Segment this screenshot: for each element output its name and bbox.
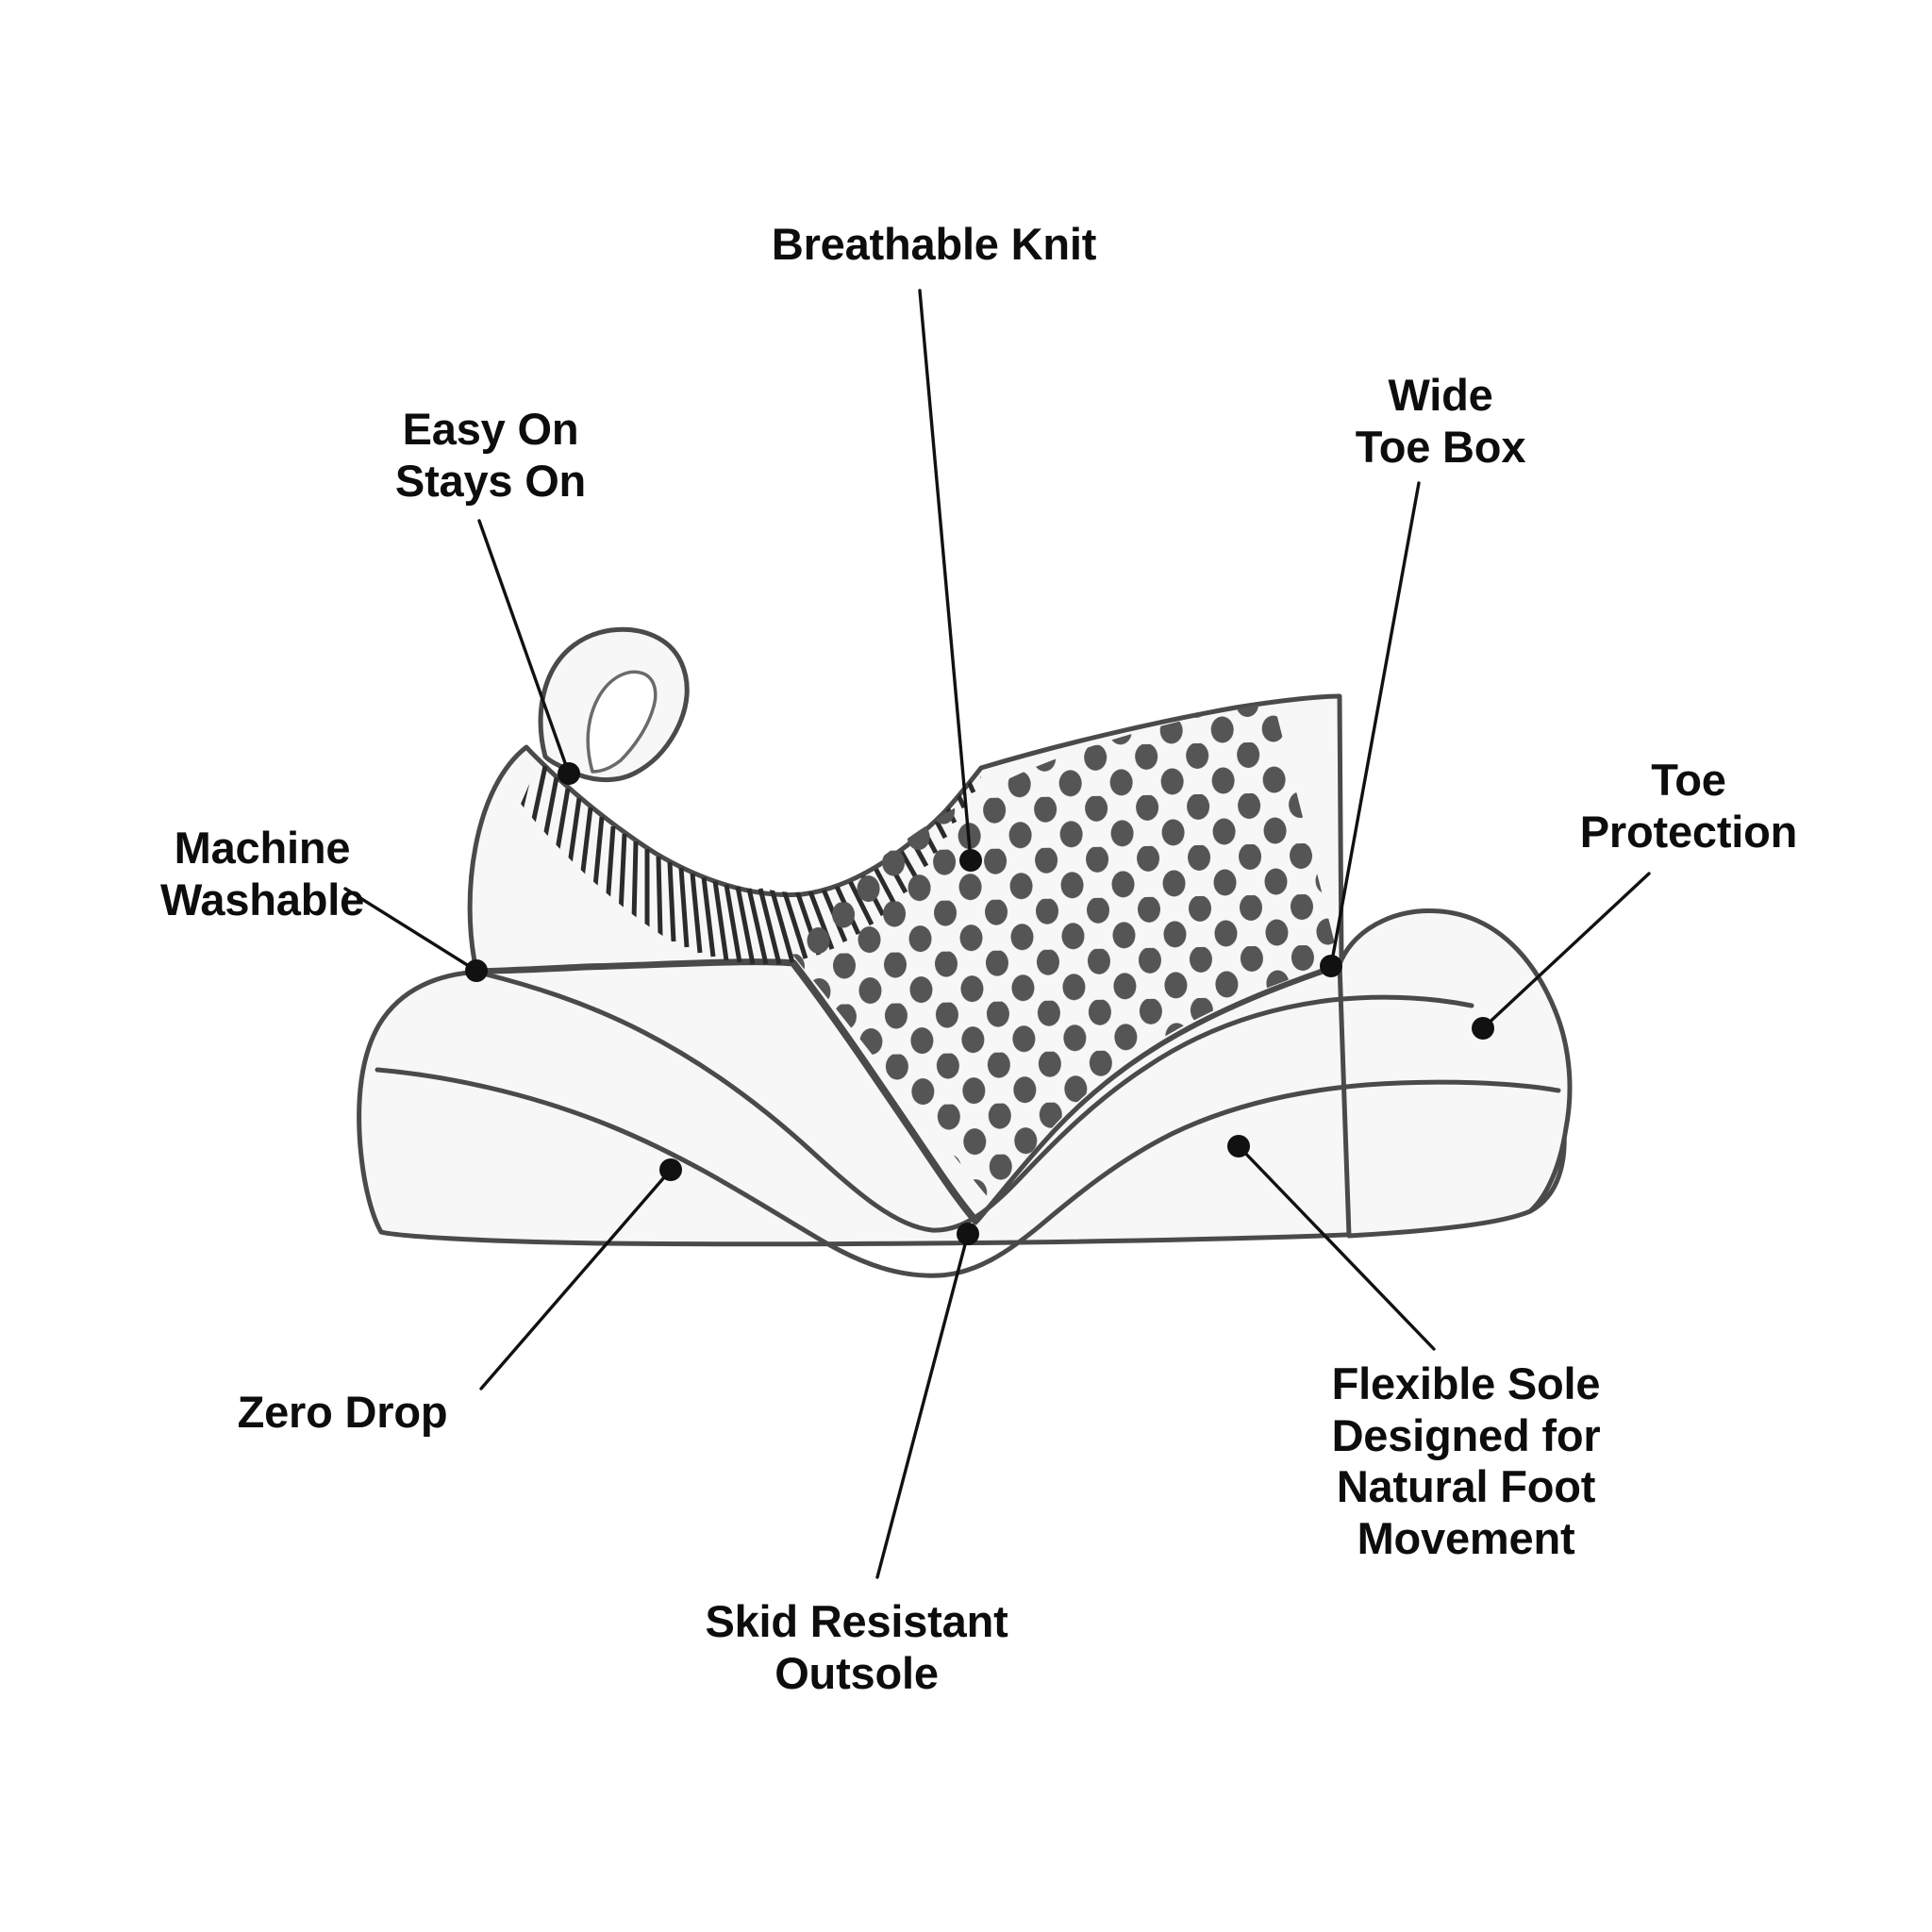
callout-label-breathable-knit: Breathable Knit (771, 219, 1097, 269)
shoe-illustration (357, 626, 1573, 1278)
callout-label-skid-resistant-outsole: Skid Resistant Outsole (705, 1596, 1008, 1698)
leader-line-flexible-sole (1237, 1144, 1436, 1351)
leader-dot-wide-toe-box (1320, 955, 1342, 977)
leader-dot-flexible-sole (1227, 1135, 1250, 1158)
sole-seam-upper (480, 971, 1474, 1233)
leader-line-toe-protection (1481, 872, 1651, 1030)
callout-dots (465, 762, 1494, 1245)
leader-line-zero-drop (479, 1168, 673, 1391)
callout-label-zero-drop: Zero Drop (237, 1387, 448, 1437)
callout-label-wide-toe-box: Wide Toe Box (1355, 370, 1526, 472)
toe-cap (1337, 908, 1573, 1239)
leader-dot-machine-washable (465, 959, 488, 982)
leader-dot-easy-on-stays-on (558, 762, 580, 785)
leader-dot-breathable-knit (959, 849, 982, 872)
callout-label-flexible-sole: Flexible Sole Designed for Natural Foot … (1331, 1358, 1601, 1563)
leader-dot-skid-resistant-outsole (957, 1223, 979, 1245)
callout-label-toe-protection: Toe Protection (1579, 755, 1798, 857)
callout-label-machine-washable: Machine Washable (159, 823, 365, 924)
callout-label-easy-on-stays-on: Easy On Stays On (394, 404, 587, 506)
leader-line-breathable-knit (918, 289, 973, 862)
heel-pull-tab-inner (586, 670, 658, 774)
leader-line-wide-toe-box (1329, 481, 1421, 968)
leader-line-machine-washable (343, 887, 478, 973)
leader-dot-zero-drop (659, 1158, 682, 1181)
leader-dot-toe-protection (1472, 1017, 1494, 1040)
leader-line-skid-resistant-outsole (875, 1232, 970, 1579)
callout-leaders (343, 289, 1651, 1579)
leader-line-easy-on-stays-on (477, 519, 571, 775)
sole-seam-lower (375, 1067, 1561, 1278)
